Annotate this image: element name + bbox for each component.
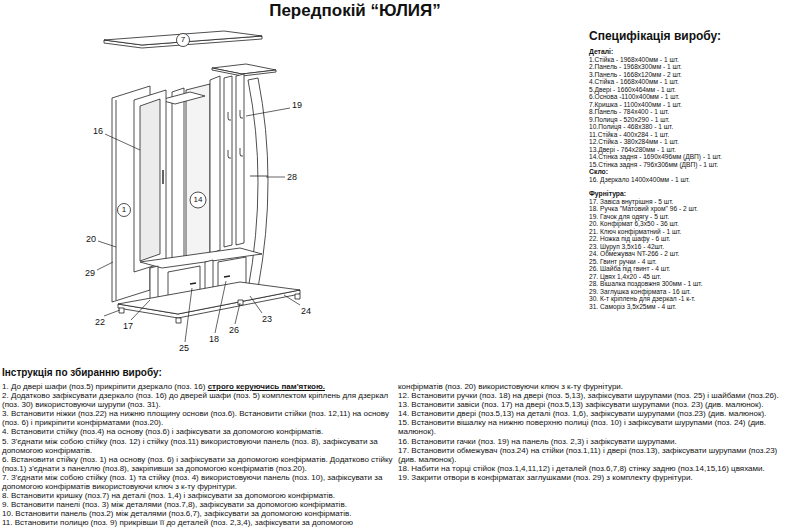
callout-number: 18	[208, 335, 220, 344]
callout-number: 16	[92, 127, 104, 136]
spec-item: 18. Ручка "Матовий хром" 96 - 2 шт.	[589, 205, 797, 213]
spec-item: 9.Полиця - 520х290 - 1 шт.	[589, 116, 797, 124]
spec-group-heading: Деталі:	[589, 48, 797, 56]
callout-number: 25	[178, 344, 190, 353]
callout-number: 24	[300, 307, 312, 316]
instruction-step: 1. До двері шафи (поз.5) прикріпити дзер…	[2, 382, 394, 391]
instruction-step: 2. Додатково зафіксувати дзеркало (поз. …	[2, 391, 394, 409]
instruction-step: 7. З'єднати між собою стійку (поз. 1) та…	[2, 473, 394, 491]
spec-group-heading: Фурнітура:	[589, 190, 797, 198]
instructions-column: конфірматів (поз. 20) використовуючи клю…	[398, 382, 796, 482]
callout-number: 28	[286, 173, 298, 182]
callout-number: 22	[94, 318, 106, 327]
spec-column: Специфікація виробу: Деталі:1.Стійка - 19…	[589, 29, 797, 310]
instruction-step: 13. Встановити завіси (поз. 17) на двері…	[398, 400, 796, 409]
instruction-step: конфірматів (поз. 20) використовуючи клю…	[398, 382, 796, 391]
instruction-step: 9. Встановити панелі (поз. 3) між деталя…	[2, 500, 394, 509]
instruction-step: 11. Встановити полицю (поз. 9) прикрівши…	[2, 518, 394, 527]
position-number: 7	[181, 36, 185, 44]
spec-item: 29. Заглушка конфірмата - 16 шт.	[589, 288, 797, 296]
spec-item: 8.Панель - 784х400 - 1 шт.	[589, 108, 797, 116]
instruction-step: 8. Встановити кришку (поз.7) на деталі (…	[2, 491, 394, 500]
spec-item: 21. Ключ конфірматний - 1 шт.	[589, 228, 797, 236]
position-number: 1	[122, 206, 126, 214]
instructions-heading: Інструкція по збиранню виробу:	[2, 367, 162, 378]
spec-item: 22. Ножка під шафу - 6 шт.	[589, 235, 797, 243]
spec-item: 20. Конфірмат 6,3х50 - 36 шт.	[589, 220, 797, 228]
spec-item: 14.Стінка задня - 1690х496мм (ДВП) - 1 ш…	[589, 153, 797, 161]
instruction-step: 10. Встановити панель (поз.2) між деталя…	[2, 509, 394, 518]
spec-item: 23. Шуруп 3,5х16 - 42шт.	[589, 243, 797, 251]
instruction-step: 4. Встановити стійку (поз.4) на основу (…	[2, 427, 394, 436]
callout-number: 19	[291, 101, 303, 110]
instruction-step: 15. Встановити вішалку на нижню поверхню…	[398, 418, 796, 436]
spec-item: 27. Цвях 1,4х20 - 45 шт.	[589, 273, 797, 281]
spec-item: 24. Обмежувач NT-266 - 2 шт.	[589, 250, 797, 258]
spec-item: 30. К-т кріплень для дзеркал -1 к-т.	[589, 295, 797, 303]
instruction-step: 14. Встановити двері (поз.5,13) на детал…	[398, 409, 796, 418]
instruction-step: 3. Встановити ніжки (поз.22) на нижню пл…	[2, 409, 394, 427]
spec-item: 12.Стійка - 380х284мм - 1 шт.	[589, 138, 797, 146]
spec-item: 4.Стійка - 1668х400мм - 1 шт.	[589, 78, 797, 86]
spec-item: 19. Гачок для одягу - 5 шт.	[589, 213, 797, 221]
instruction-step: 17. Встановити обмежувач (поз.24) на сті…	[398, 446, 796, 464]
page-title: Передпокій “ЮЛИЯ”	[230, 1, 480, 21]
spec-item: 17. Завіса внутрішня - 5 шт.	[589, 198, 797, 206]
instruction-emphasis: строго керуючись пам'яткою.	[208, 382, 325, 391]
instruction-step: 19. Закрити отвори в конфірматах заглушк…	[398, 473, 796, 482]
spec-item: 7.Кришка - 1100х400мм - 1 шт.	[589, 101, 797, 109]
spec-item: 15.Стінка задня - 796х306мм (ДВП) - 1 шт…	[589, 161, 797, 169]
callout-number: 26	[228, 326, 240, 335]
spec-item: 28. Вішалка поздовжня 300мм - 1 шт.	[589, 280, 797, 288]
instruction-step: 6. Встановити стійку (поз. 1) на основу …	[2, 455, 394, 473]
spec-item: 2.Панель - 1968х300мм - 1 шт.	[589, 63, 797, 71]
spec-item: 10.Полиця - 468х380 - 1 шт.	[589, 123, 797, 131]
instructions-column: 1. До двері шафи (поз.5) прикріпити дзер…	[2, 382, 394, 528]
spec-item: 25. Гвинт ручки - 4 шт.	[589, 258, 797, 266]
callout-number: 20	[85, 235, 97, 244]
spec-item: 1.Стійка - 1968х400мм - 1 шт.	[589, 56, 797, 64]
instruction-step: 12. Встановити ручки (поз. 18) на двері …	[398, 391, 796, 400]
spec-item: 26. Шайба під гвинт - 4 шт.	[589, 265, 797, 273]
spec-item: 16. Дзеркало 1400х400мм - 1 шт.	[589, 176, 797, 184]
spec-item: 3.Панель - 1668х120мм - 2 шт.	[589, 71, 797, 79]
instruction-text: 1. До двері шафи (поз.5) прикріпити дзер…	[2, 382, 205, 391]
spec-group-heading: Скло:	[589, 168, 797, 176]
callout-number: 17	[122, 322, 134, 331]
spec-item: 31. Саморіз 3,5х25мм - 4 шт.	[589, 303, 797, 311]
callout-number: 29	[84, 269, 96, 278]
spec-item: 5.Двері - 1660х464мм - 1 шт.	[589, 86, 797, 94]
instruction-step: 16. Встановити гачки (поз. 19) на панель…	[398, 437, 796, 446]
callout-number: 23	[261, 315, 273, 324]
spec-item: 11.Стійка - 400х284 - 1 шт.	[589, 131, 797, 139]
spec-item: 13.Двері - 764х280мм - 1 шт.	[589, 146, 797, 154]
position-number: 14	[194, 196, 203, 204]
instruction-step: 18. Набити на торці стійок (поз.1,4,11,1…	[398, 464, 796, 473]
spec-heading: Специфікація виробу:	[589, 29, 797, 43]
spec-item: 6.Основа -1100х400мм - 1 шт.	[589, 93, 797, 101]
instruction-step: 5. З'єднати між собою стійку (поз. 12) і…	[2, 437, 394, 455]
